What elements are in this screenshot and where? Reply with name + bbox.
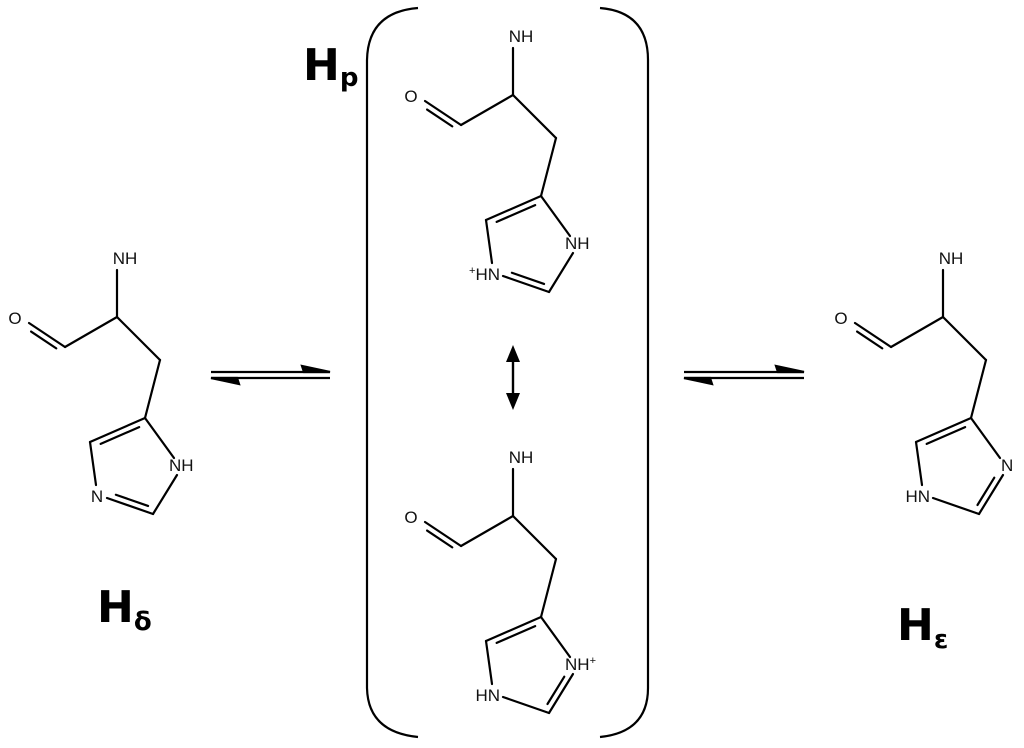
bond-carbonyl-oxygen <box>853 321 893 349</box>
oxygen-label: O <box>404 508 417 527</box>
oxygen-label: O <box>8 309 21 328</box>
bond-ch2-ring <box>969 358 988 420</box>
bond-n3-c2 <box>105 496 155 516</box>
bond-ca-carbonyl <box>459 514 515 548</box>
right-bracket <box>599 6 650 739</box>
bond-n1-c4 <box>143 416 176 460</box>
ring-n3-label: +HN <box>469 265 500 284</box>
bond-c4-c5 <box>484 194 543 222</box>
ring-n1-label: N <box>1001 456 1013 475</box>
bond-ch2-ring <box>539 136 558 198</box>
bond-c4-c5 <box>484 615 543 643</box>
bond-ch2-ring <box>539 557 558 619</box>
bond-carbonyl-oxygen-double <box>29 330 58 350</box>
ring-n3-label: HN <box>475 686 500 705</box>
bond-carbonyl-oxygen <box>423 99 463 127</box>
bond-c2-n1-double <box>976 476 996 507</box>
oxygen-label: O <box>404 87 417 106</box>
bond-n3-c2 <box>931 496 981 516</box>
histidine-protonated-1: NH O +HN NH <box>404 27 590 294</box>
bond-c4-c5 <box>914 416 973 444</box>
resonance-arrow <box>506 345 520 410</box>
amine-label: NH <box>113 249 138 268</box>
bond-c2-n1 <box>547 672 575 715</box>
bond-n3-c2 <box>501 274 551 294</box>
amine-label: NH <box>509 27 534 46</box>
bond-n3-c2 <box>501 695 551 715</box>
bond-c4-c5-double <box>495 203 537 223</box>
bond-ca-carbonyl <box>889 315 945 349</box>
bond-c5-n3 <box>914 440 924 487</box>
label-h-protonated: Hp <box>303 40 358 93</box>
histidine-epsilon: NH O HN N <box>834 249 1013 516</box>
bond-n1-c4 <box>539 615 572 659</box>
bond-c4-c5 <box>88 416 147 444</box>
bond-ca-carbonyl <box>459 93 515 127</box>
ring-n3-label: N <box>91 487 103 506</box>
bond-ca-carbonyl <box>63 315 119 349</box>
equilibrium-arrow-left <box>210 364 331 386</box>
bond-n3-c2-double <box>114 493 150 508</box>
amine-label: NH <box>939 249 964 268</box>
bond-c2-n1 <box>977 473 1005 516</box>
histidine-delta: NH O N NH <box>8 249 194 516</box>
bond-c2-n1-double <box>546 675 566 706</box>
bond-c2-n1 <box>547 251 575 294</box>
histidine-protonated-2: NH O HN NH+ <box>404 448 596 715</box>
bond-carbonyl-oxygen <box>423 520 463 548</box>
bond-n1-c4 <box>969 416 1002 460</box>
bond-carbonyl-oxygen-double <box>425 529 454 549</box>
label-h-delta: Hδ <box>97 582 152 637</box>
bond-c5-n3 <box>484 639 494 686</box>
ring-n1-label: NH <box>169 456 194 475</box>
bond-c2-n1 <box>151 473 179 516</box>
bond-ca-ch2 <box>511 93 558 140</box>
bond-c4-c5-double <box>99 425 141 445</box>
bond-c4-c5-double <box>495 624 537 644</box>
bond-ca-ch2 <box>511 514 558 561</box>
bond-ca-ch2 <box>115 315 162 362</box>
equilibrium-arrow-right <box>683 364 805 386</box>
bond-n3-c2-double <box>510 271 546 286</box>
bond-carbonyl-oxygen <box>27 321 67 349</box>
oxygen-label: O <box>834 309 847 328</box>
left-bracket <box>365 6 419 739</box>
bond-carbonyl-oxygen-double <box>855 330 884 350</box>
bond-c4-c5-double <box>925 425 967 445</box>
bond-carbonyl-oxygen-double <box>425 108 454 128</box>
bond-c5-n3 <box>88 440 98 487</box>
ring-n1-label: NH+ <box>565 655 596 674</box>
ring-n3-label: HN <box>905 487 930 506</box>
label-h-epsilon: Hε <box>897 600 948 655</box>
ring-n1-label: NH <box>565 234 590 253</box>
bond-ca-ch2 <box>941 315 988 362</box>
bond-c5-n3 <box>484 218 494 265</box>
amine-label: NH <box>509 448 534 467</box>
bond-n1-c4 <box>539 194 572 238</box>
bond-ch2-ring <box>143 358 162 420</box>
